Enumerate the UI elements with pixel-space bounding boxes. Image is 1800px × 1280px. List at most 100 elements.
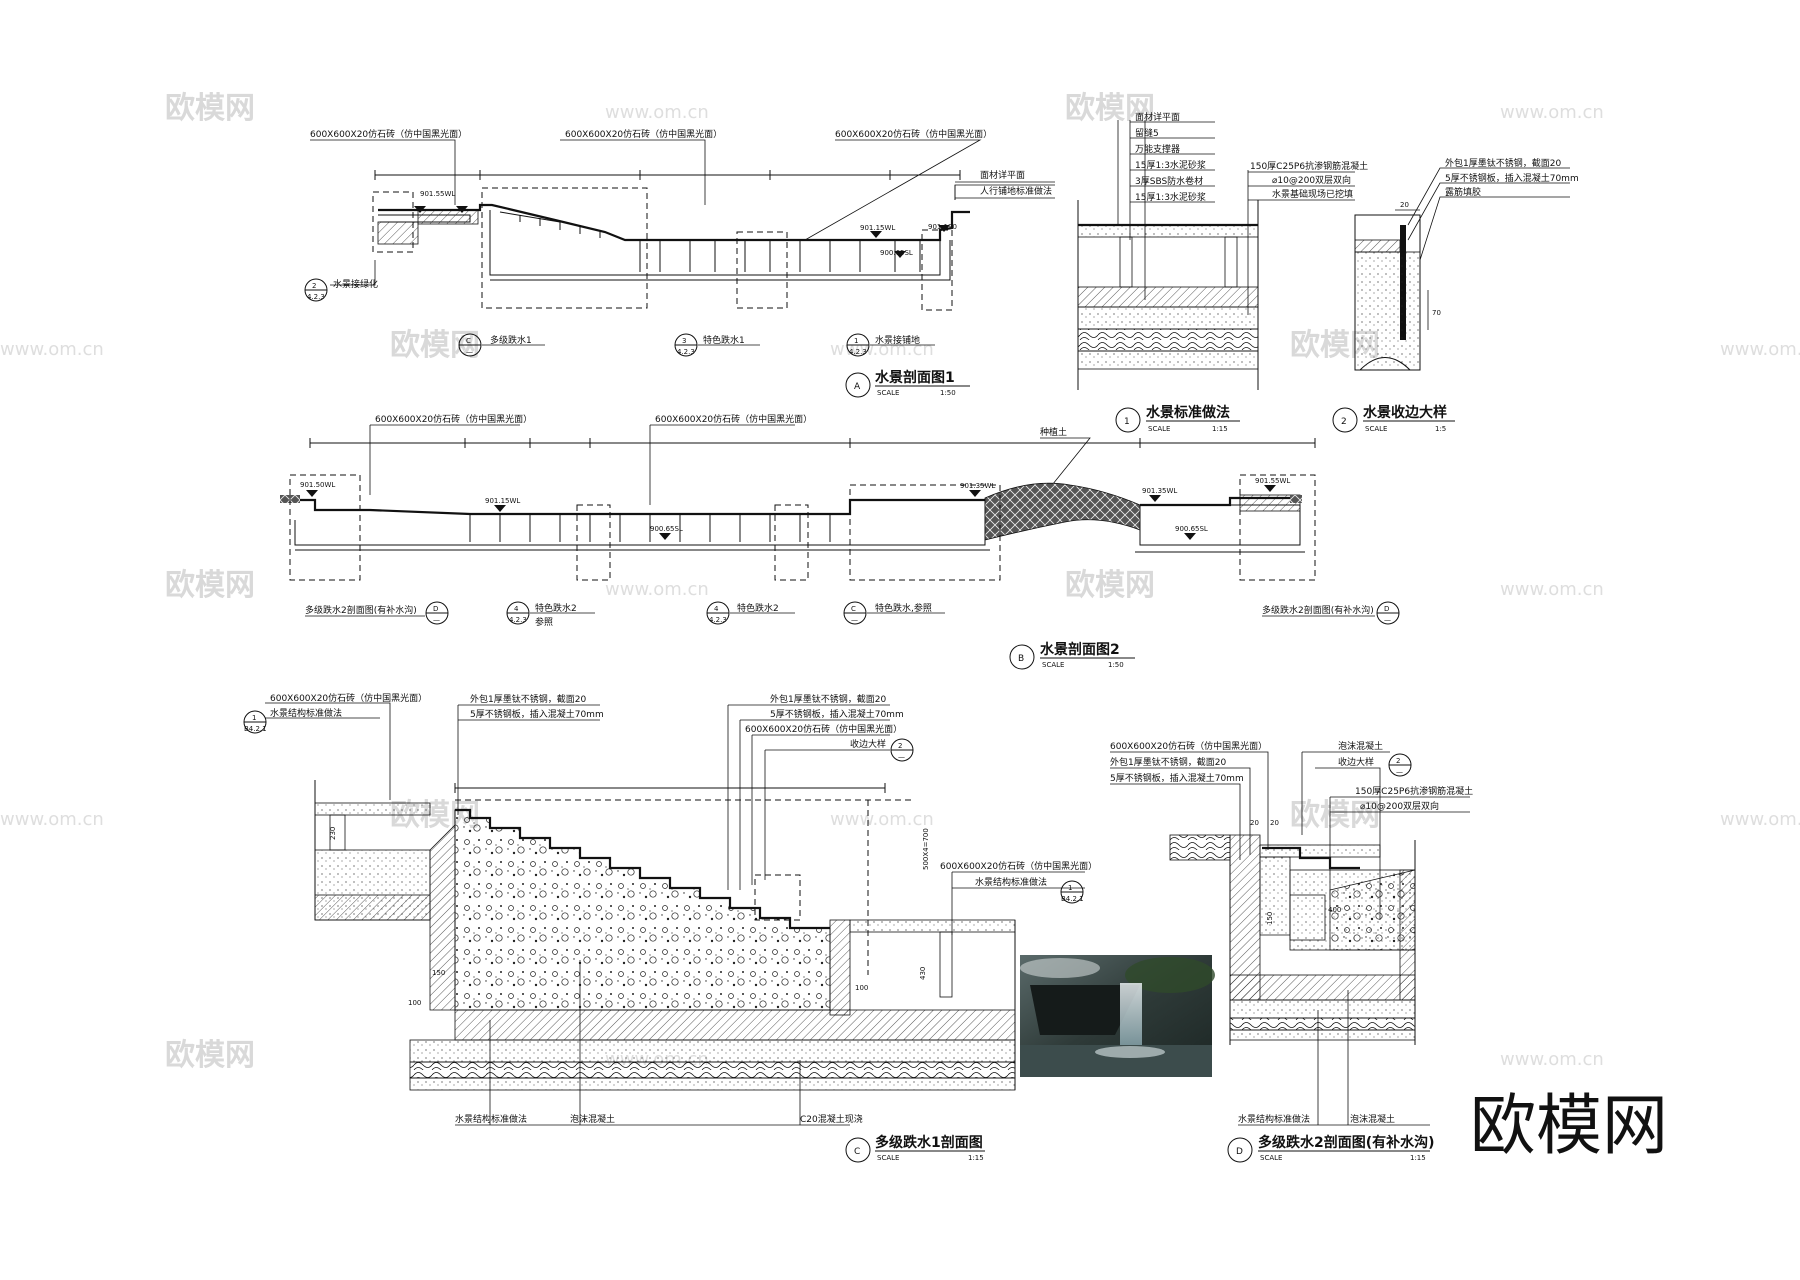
title-block-1: 1 水景标准做法 SCALE 1:15 [1115, 404, 1240, 433]
material-label: 水景结构标准做法 [975, 876, 1047, 888]
title-block-a: A 水景剖面图1 SCALE 1:50 [845, 369, 970, 398]
annotation-label: 水景基础现场已挖填 [1272, 188, 1353, 200]
title-block-d: D 多级跌水2剖面图(有补水沟) SCALE 1:15 [1227, 1134, 1435, 1163]
watermark-url: www.om.cn [0, 339, 104, 360]
dimension: 20 [1250, 819, 1259, 827]
dimension: 100 [408, 999, 421, 1007]
watermark-url: www.om.cn [1500, 579, 1604, 600]
dimension: 70 [1432, 309, 1441, 317]
annotation-label: 泡沫混凝土 [570, 1113, 615, 1125]
section-title: 多级跌水2剖面图(有补水沟) [1258, 1134, 1435, 1151]
callout-ref: 4.2.3 [307, 293, 325, 301]
callout-ref: — [1396, 768, 1403, 776]
callout-text: 特色跌水,参照 [875, 602, 932, 614]
material-label: 600X600X20仿石砖（仿中国黑光面） [655, 413, 812, 425]
watermark-url: www.om.cn [0, 809, 104, 830]
callout-number: 2 [1396, 757, 1400, 765]
annotation-label: 600X600X20仿石砖（仿中国黑光面） [745, 723, 902, 735]
annotation-label: 面材详平面 [980, 169, 1025, 181]
callout-text: 水景接绿化 [333, 278, 378, 290]
scale-label: SCALE [877, 389, 899, 397]
section-d-drawing: 600X600X20仿石砖（仿中国黑光面） 外包1厚墨钛不锈钢，截面20 5厚不… [1110, 740, 1473, 1163]
level-mark: 900.65SL [650, 525, 683, 533]
annotation-label: 外包1厚墨钛不锈钢，截面20 [770, 693, 886, 705]
section-b-drawing: 600X600X20仿石砖（仿中国黑光面） 600X600X20仿石砖（仿中国黑… [280, 413, 1400, 670]
layer-label: 3厚SBS防水卷材 [1135, 175, 1203, 187]
scale-value: 1:15 [1212, 425, 1228, 433]
callout-ref: 4.2.3 [709, 616, 727, 624]
detail-1-drawing: 面材详平面 留缝5 万能支撑器 15厚1:3水泥砂浆 3厚SBS防水卷材 15厚… [1077, 111, 1368, 433]
callout-text: 特色跌水2 [737, 602, 779, 614]
level-mark: 901.15WL [485, 497, 520, 505]
detail-2-drawing: 20 70 外包1厚墨钛不锈钢，截面20 5厚不锈钢板，插入混凝土70mm 露筋… [1332, 157, 1579, 433]
scale-label: SCALE [1148, 425, 1170, 433]
material-label: 600X600X20仿石砖（仿中国黑光面） [375, 413, 532, 425]
callout-ref: 4.2.3 [849, 348, 867, 356]
callout-number: 1 [854, 337, 858, 345]
annotation-label: ⌀10@200双层双向 [1272, 174, 1351, 186]
dimension: 430 [919, 967, 927, 980]
callout-text: 特色跌水1 [703, 334, 745, 346]
level-mark: 901.55WL [420, 190, 455, 198]
callout-number: 1 [1068, 884, 1072, 892]
callout-group: 4 4.2.3 特色跌水2 参照 [506, 601, 595, 628]
annotation-label: 外包1厚墨钛不锈钢，截面20 [1110, 756, 1226, 768]
callout-number: C [466, 337, 471, 345]
callout-group: C — 多级跌水1 [458, 333, 545, 357]
section-title: 水景剖面图1 [875, 369, 955, 386]
level-mark: 901.15WL [860, 224, 895, 232]
callout-text: 水景接铺地 [875, 334, 920, 346]
layer-label: 万能支撑器 [1135, 143, 1180, 155]
callout-text: 多级跌水2剖面图(有补水沟) [305, 604, 417, 616]
section-letter: B [1018, 654, 1024, 664]
callout-ref: B4.2.1 [1061, 895, 1084, 903]
watermark: 欧模网 [1290, 798, 1380, 833]
watermark-url: www.om.cn [605, 102, 709, 123]
callout-text: 多级跌水2剖面图(有补水沟) [1262, 604, 1374, 616]
material-label: 600X600X20仿石砖（仿中国黑光面） [565, 128, 722, 140]
material-label: 种植土 [1040, 426, 1067, 438]
material-label: 600X600X20仿石砖（仿中国黑光面） [940, 860, 1097, 872]
layer-label: 15厚1:3水泥砂浆 [1135, 191, 1206, 203]
section-c-drawing: 600X600X20仿石砖（仿中国黑光面） 水景结构标准做法 1 B4.2.1 … [243, 692, 1097, 1163]
watermark-url: www.om.cn [1720, 339, 1800, 360]
annotation-label: 人行铺地标准做法 [980, 185, 1052, 197]
callout-number: C [851, 605, 856, 613]
callout-number: 2 [898, 742, 902, 750]
callout-group: 多级跌水2剖面图(有补水沟) D — [305, 601, 449, 625]
callout-group: 3 4.2.3 特色跌水1 [674, 333, 760, 357]
section-letter: D [1236, 1147, 1243, 1157]
level-mark: 901.35WL [1142, 487, 1177, 495]
callout-text: 参照 [535, 616, 553, 628]
watermark: 欧模网 [165, 568, 255, 603]
callout-group: C — 特色跌水,参照 [843, 601, 945, 625]
callout-text: 多级跌水1 [490, 334, 532, 346]
watermark-url: www.om.cn [830, 809, 934, 830]
annotation-label: 水景结构标准做法 [455, 1113, 527, 1125]
waterfall-photo [1020, 955, 1215, 1077]
annotation-label: ⌀10@200双层双向 [1360, 800, 1439, 812]
title-block-b: B 水景剖面图2 SCALE 1:50 [1009, 641, 1135, 670]
section-a-drawing: 901.55WL 901.15WL 900.65SL 901.190 600X6… [304, 128, 1055, 398]
dimension: 150 [1266, 912, 1274, 925]
title-block-c: C 多级跌水1剖面图 SCALE 1:15 [845, 1134, 985, 1163]
dimension: 400 [1328, 906, 1341, 914]
watermark-url: www.om.cn [1720, 809, 1800, 830]
callout-number: 2 [312, 282, 316, 290]
callout-group: 多级跌水2剖面图(有补水沟) D — [1262, 601, 1400, 625]
layer-label: 面材详平面 [1135, 111, 1180, 123]
level-mark: 901.50WL [300, 481, 335, 489]
scale-label: SCALE [1365, 425, 1387, 433]
callout-ref: — [433, 616, 440, 624]
detail-number: 1 [1124, 417, 1130, 427]
annotation-label: 5厚不锈钢板，插入混凝土70mm [1110, 772, 1244, 784]
scale-value: 1:15 [968, 1154, 984, 1162]
annotation-label: 150厚C25P6抗渗钢筋混凝土 [1355, 785, 1473, 797]
material-label: 600X600X20仿石砖（仿中国黑光面） [310, 128, 467, 140]
layer-labels: 面材详平面 留缝5 万能支撑器 15厚1:3水泥砂浆 3厚SBS防水卷材 15厚… [1130, 111, 1215, 203]
callout-ref: 4.2.3 [509, 616, 527, 624]
watermark-url: www.om.cn [1500, 1049, 1604, 1070]
dimension: 500X4=700 [922, 828, 930, 870]
level-mark: 901.190 [928, 223, 957, 231]
section-title: 水景剖面图2 [1040, 641, 1120, 658]
